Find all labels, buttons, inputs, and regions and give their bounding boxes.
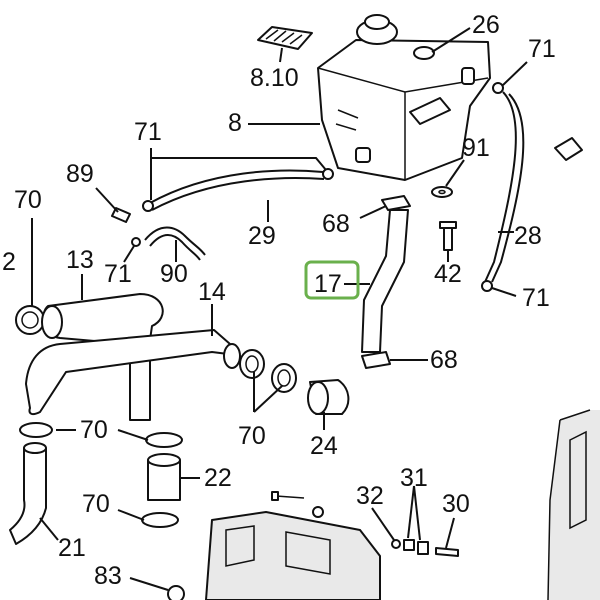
- label-70-middle: 70: [238, 422, 266, 450]
- part-bolt-42: [439, 221, 457, 251]
- part-coupler-24: [307, 379, 350, 415]
- part-clamp-70-left: [15, 305, 45, 335]
- part-clamp-70-left-lower: [19, 422, 53, 438]
- label-28: 28: [514, 222, 542, 250]
- part-screw-89: [111, 207, 131, 223]
- label-71-left: 71: [134, 118, 162, 146]
- part-washer-91: [431, 186, 453, 198]
- part-frame: [205, 511, 381, 600]
- part-hose-90: [144, 226, 206, 261]
- part-hose-13: [41, 293, 164, 421]
- part-bracket-right: [554, 137, 583, 161]
- part-hose-28: [484, 91, 525, 283]
- highlight-box: [304, 260, 360, 300]
- label-13: 13: [66, 246, 94, 274]
- label-70-left-lower: 70: [80, 416, 108, 444]
- label-91: 91: [462, 134, 490, 162]
- label-22: 22: [204, 464, 232, 492]
- label-8: 8: [228, 109, 242, 137]
- label-83: 83: [94, 562, 122, 590]
- part-clamp-68-top: [381, 195, 411, 211]
- part-side-panel: [547, 409, 600, 600]
- part-sleeve-22: [147, 453, 181, 501]
- part-clamp-71-bottom: [481, 280, 493, 292]
- label-89: 89: [66, 160, 94, 188]
- label-32: 32: [356, 482, 384, 510]
- part-reservoir-tank: [317, 14, 491, 181]
- part-clamps-70-middle: [239, 349, 297, 393]
- part-hose-17: [361, 209, 409, 353]
- label-14: 14: [198, 278, 226, 306]
- label-71-small: 71: [104, 260, 132, 288]
- label-17: 17: [314, 270, 342, 298]
- label-8-10: 8.10: [250, 64, 299, 92]
- label-68-bottom: 68: [430, 346, 458, 374]
- label-31: 31: [400, 464, 428, 492]
- part-hose-14: [25, 329, 241, 416]
- part-clip-plate: [257, 26, 313, 50]
- label-26: 26: [472, 11, 500, 39]
- label-70-far-left: 70: [14, 186, 42, 214]
- label-42: 42: [434, 260, 462, 288]
- part-hose-21: [9, 442, 47, 545]
- label-70-lower: 70: [82, 490, 110, 518]
- part-clamp-70-lower: [141, 512, 179, 528]
- callout-labels: 26 71 8.10 8 71 91 89 70 68 29 28 2 13 7…: [2, 11, 556, 590]
- label-68-top: 68: [322, 210, 350, 238]
- part-clamp-71-small: [131, 237, 141, 247]
- part-bolts-bottom: [271, 491, 459, 557]
- leader-lines: [31, 27, 528, 591]
- label-30: 30: [442, 490, 470, 518]
- part-clamp-71-top: [492, 82, 504, 94]
- label-21: 21: [58, 534, 86, 562]
- label-71-lower-right: 71: [522, 284, 550, 312]
- label-29: 29: [248, 222, 276, 250]
- part-clamp-70-center: [145, 432, 183, 448]
- label-71-top-right: 71: [528, 35, 556, 63]
- label-2-cut: 2: [2, 248, 16, 276]
- part-hose-29: [142, 168, 334, 212]
- label-90: 90: [160, 260, 188, 288]
- label-24: 24: [310, 432, 338, 460]
- part-fastener-83: [167, 585, 185, 600]
- part-clamp-68-bottom: [361, 351, 391, 369]
